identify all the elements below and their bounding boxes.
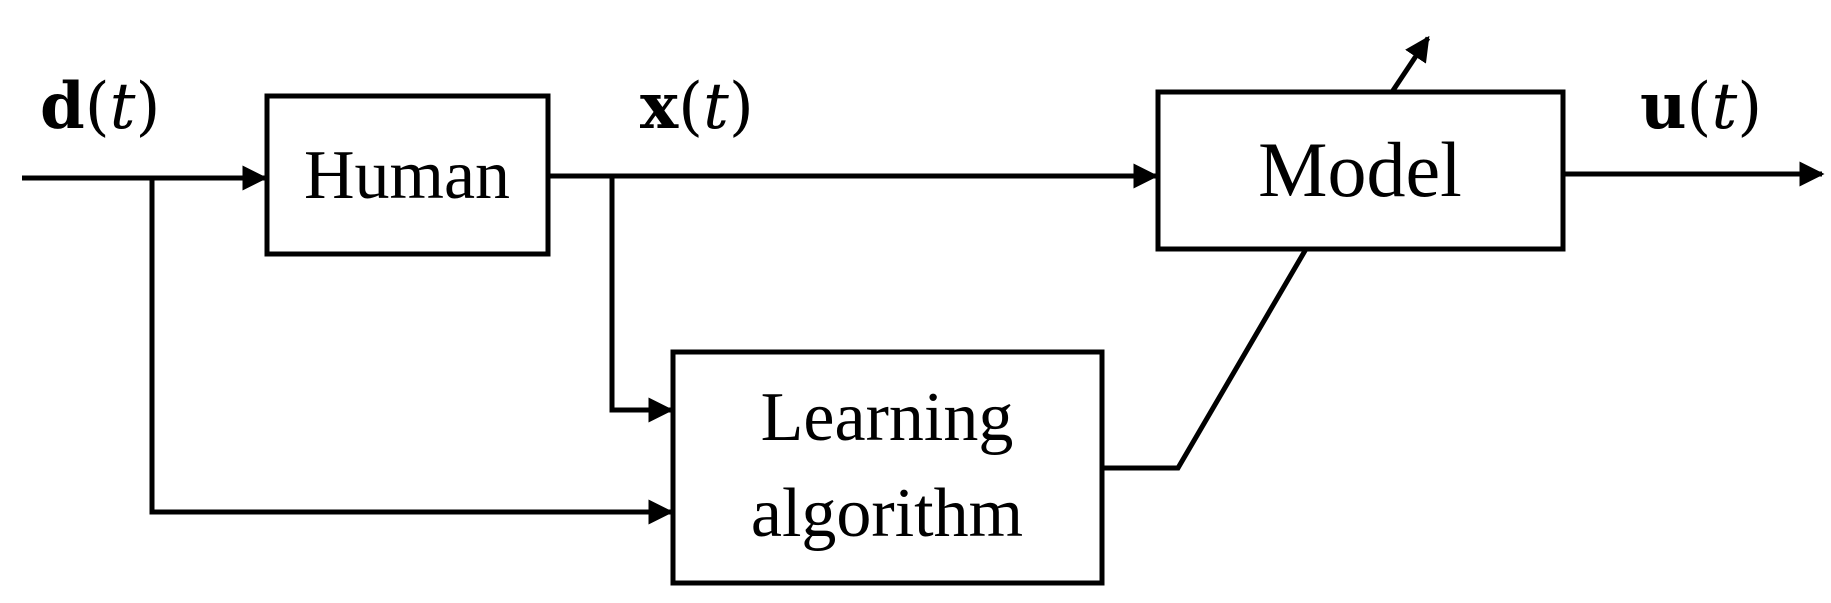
signal-d-label: d(t) <box>40 69 160 144</box>
adaptation-line <box>1102 247 1309 471</box>
human-label: Human <box>304 137 510 214</box>
model-block <box>1155 89 1566 252</box>
signal-x-label: x(t) <box>640 69 754 144</box>
model-label: Model <box>1258 126 1462 213</box>
learning-label-line1: Learning <box>761 379 1014 456</box>
d-branch-line <box>149 178 674 525</box>
adaptation-arrow <box>1389 35 1431 94</box>
learning-algorithm-block <box>670 349 1105 586</box>
x-branch-line <box>609 176 674 423</box>
signal-u-label: u(t) <box>1640 69 1762 144</box>
learning-label-line2: algorithm <box>751 475 1023 552</box>
